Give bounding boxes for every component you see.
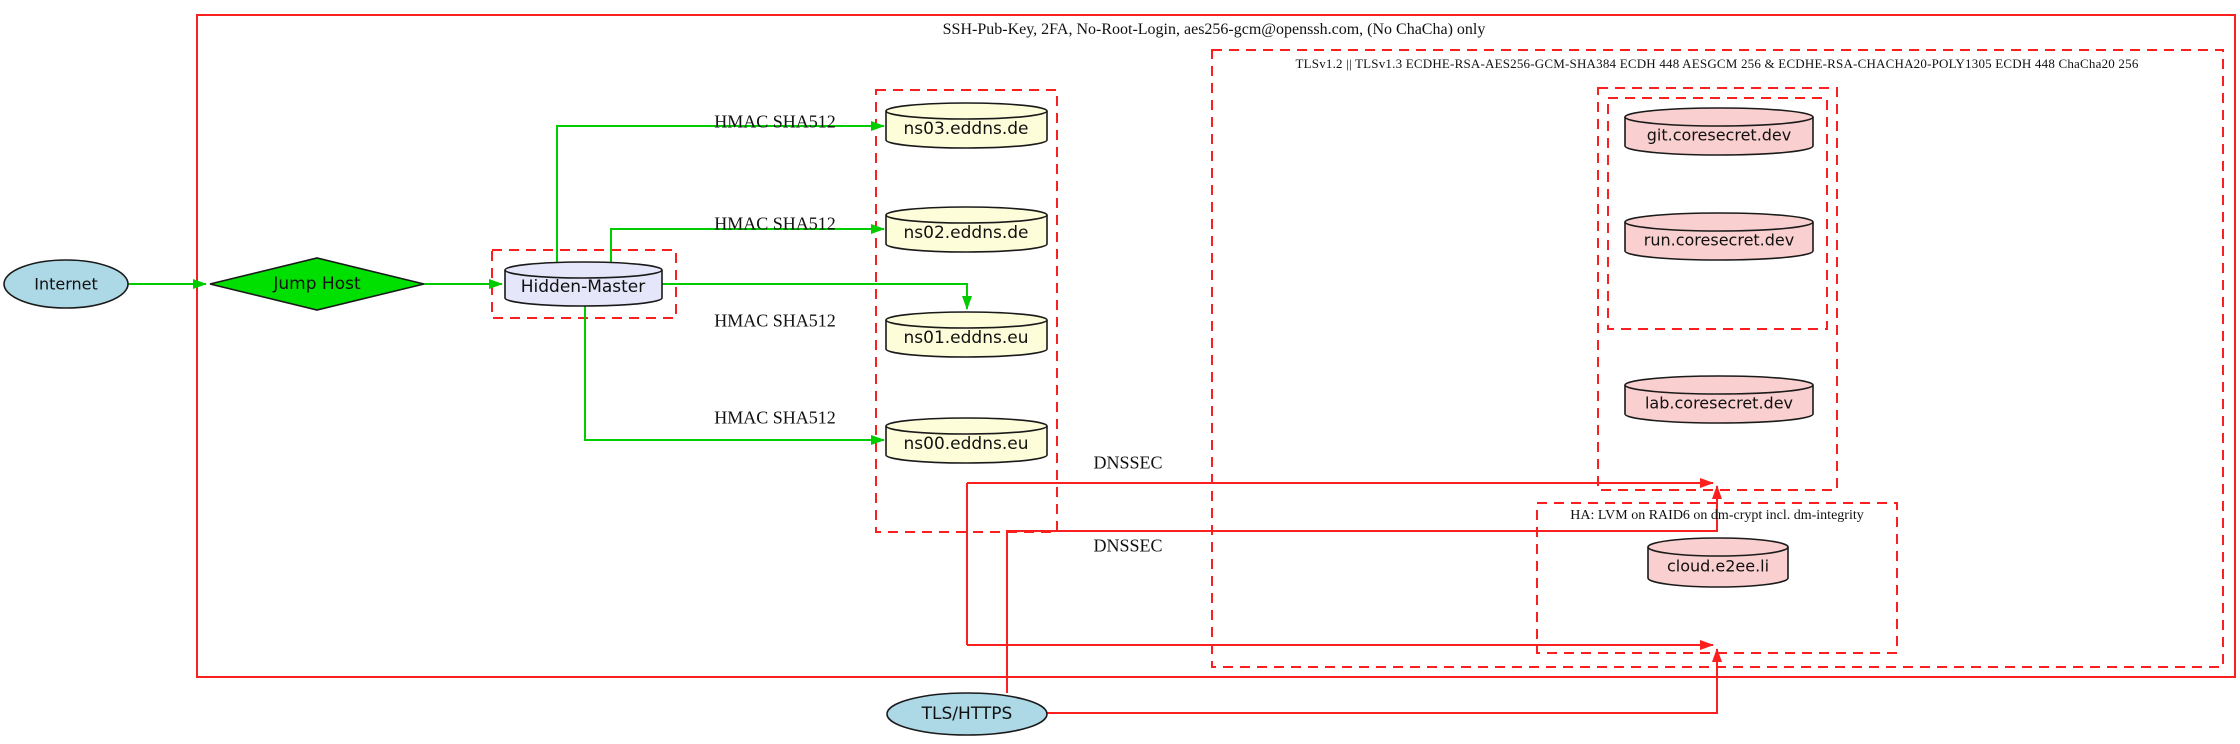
hidden-master-node-shape	[504, 261, 663, 307]
jump-host-node-shape	[209, 257, 425, 311]
edge-tlshttps-ha	[1047, 648, 1722, 714]
cloud-node-shape	[1647, 537, 1789, 588]
coresecret-outer-cluster-box	[1597, 87, 1838, 491]
lab-node-shape	[1624, 375, 1814, 424]
run-node-shape	[1624, 212, 1814, 261]
ns03-node-shape	[885, 102, 1048, 149]
edge-hiddenmaster-ns02	[610, 224, 885, 266]
edge-tlshttps-coresecret	[1006, 485, 1722, 693]
coresecret-inner-cluster-box	[1607, 97, 1828, 330]
edge-hiddenmaster-ns01	[662, 283, 972, 310]
ns02-node-shape	[885, 206, 1048, 253]
git-node-shape	[1624, 107, 1814, 156]
tls-https-node-shape	[886, 692, 1048, 736]
edge-hiddenmaster-ns00	[584, 306, 885, 445]
nameserver-cluster-box	[875, 89, 1058, 533]
ns01-node-shape	[885, 311, 1048, 358]
internet-node-shape	[3, 259, 129, 309]
edge-hiddenmaster-ns03	[556, 121, 885, 266]
ns00-node-shape	[885, 417, 1048, 464]
ssh-cluster-box	[196, 14, 2236, 678]
